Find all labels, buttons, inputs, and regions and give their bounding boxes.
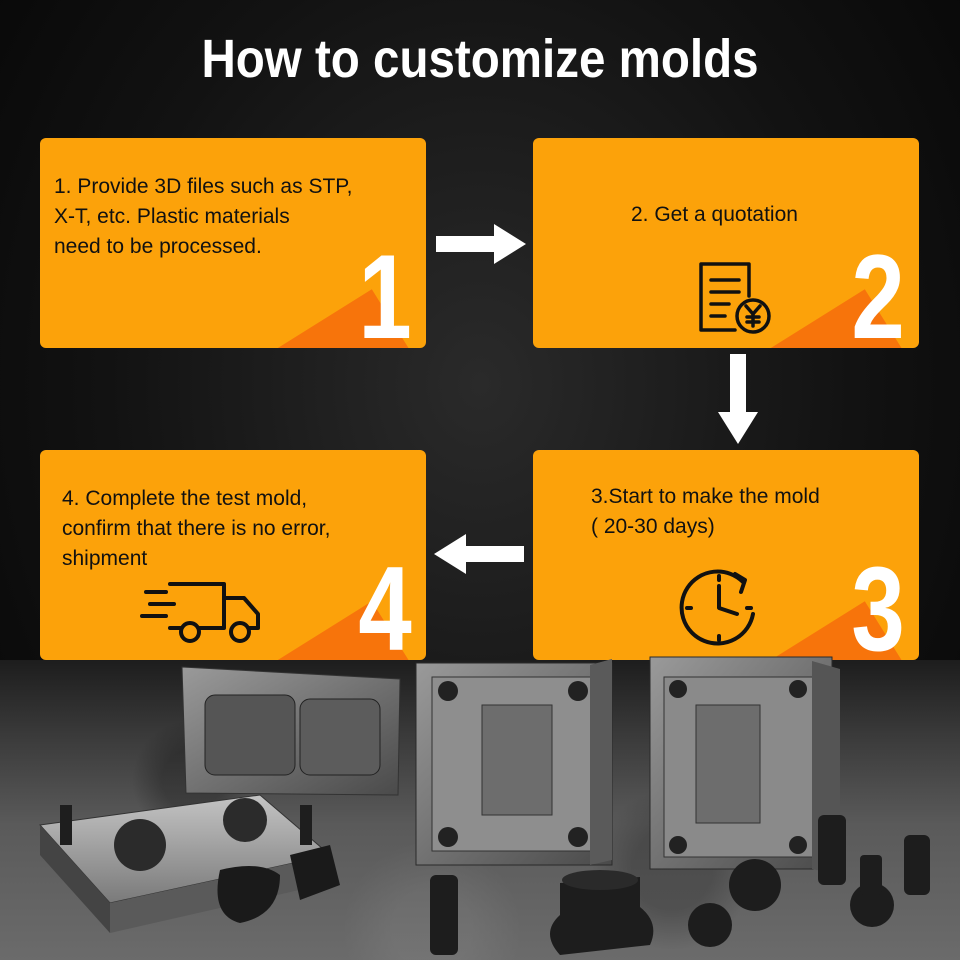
step-1-number: 1: [358, 230, 412, 348]
arrow-right-icon: [436, 224, 526, 264]
step-3-text: 3.Start to make the mold ( 20-30 days): [591, 485, 820, 538]
page-title: How to customize molds: [201, 29, 759, 89]
arrow-down-icon: [718, 354, 758, 444]
molds-product-photo: [38, 656, 930, 955]
step-card-2: 2. Get a quotation 2: [533, 138, 919, 348]
step-2-number: 2: [851, 230, 905, 348]
step-4-number: 4: [358, 542, 412, 660]
step-card-4: 4. Complete the test mold, confirm that …: [40, 450, 426, 660]
invoice-yen-icon: [699, 262, 771, 334]
step-1-text: 1. Provide 3D files such as STP, X-T, et…: [54, 175, 353, 258]
delivery-truck-icon: [140, 582, 260, 643]
step-3-number: 3: [851, 542, 905, 660]
step-card-3: 3.Start to make the mold ( 20-30 days) 3: [533, 450, 919, 660]
step-card-1: 1. Provide 3D files such as STP, X-T, et…: [40, 138, 426, 348]
step-4-text: 4. Complete the test mold, confirm that …: [62, 487, 331, 570]
clock-icon: [679, 569, 755, 646]
step-2-text: 2. Get a quotation: [631, 203, 798, 226]
arrow-left-icon: [434, 534, 524, 574]
